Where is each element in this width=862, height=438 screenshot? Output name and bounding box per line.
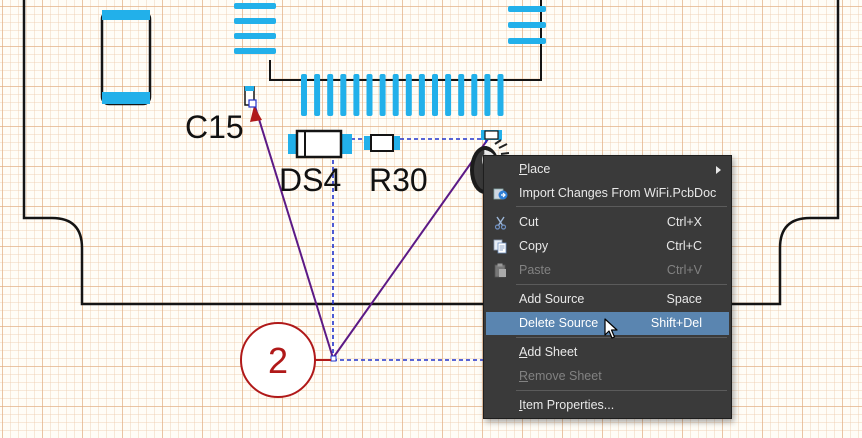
ic-pin <box>327 74 334 116</box>
menu-separator <box>516 206 727 207</box>
ic-pin <box>340 74 347 116</box>
ic-pin <box>497 74 504 116</box>
ic-pin <box>405 74 412 116</box>
menu-item-cut[interactable]: Cut Ctrl+X <box>486 211 729 234</box>
step-marker: 2 <box>240 322 331 398</box>
ic-pin <box>484 74 491 116</box>
scissors-icon <box>494 216 507 230</box>
ic-pin <box>432 74 438 116</box>
ic-right-pins <box>508 6 546 44</box>
menu-item-label: Delete Source <box>519 316 599 330</box>
menu-item-copy[interactable]: Copy Ctrl+C <box>486 235 729 258</box>
component-ds4[interactable] <box>288 129 352 159</box>
context-menu: Place Import Changes From WiFi.PcbDoc Cu… <box>483 155 732 419</box>
menu-item-label: Remove Sheet <box>519 369 602 383</box>
menu-item-shortcut: Ctrl+V <box>666 263 702 277</box>
designator-c15: C15 <box>185 109 244 145</box>
menu-item-item-properties[interactable]: Item Properties... <box>486 394 729 417</box>
ic-pin <box>445 74 452 116</box>
menu-item-label: Copy <box>519 239 549 253</box>
menu-item-add-sheet[interactable]: Add Sheet <box>486 341 729 364</box>
ic-pin <box>301 74 307 116</box>
menu-item-import-changes[interactable]: Import Changes From WiFi.PcbDoc <box>486 182 729 205</box>
board-outline <box>22 0 840 306</box>
submenu-arrow-icon <box>716 166 721 174</box>
ic-pin <box>458 74 465 116</box>
menu-item-label: Import Changes From WiFi.PcbDoc <box>519 186 717 200</box>
menu-item-shortcut: Shift+Del <box>650 316 702 330</box>
ic-pin <box>471 74 478 116</box>
menu-item-paste[interactable]: Paste Ctrl+V <box>486 259 729 282</box>
menu-item-shortcut: Ctrl+X <box>666 215 702 229</box>
menu-item-label: Place <box>519 162 551 176</box>
copy-icon <box>493 239 507 254</box>
menu-item-add-source[interactable]: Add Source Space <box>486 288 729 311</box>
menu-separator <box>516 284 727 285</box>
menu-item-place[interactable]: Place <box>486 158 729 181</box>
menu-item-label: Paste <box>519 263 551 277</box>
paste-icon <box>494 263 506 278</box>
ic-pin <box>418 74 425 116</box>
ic-pin <box>366 74 373 116</box>
menu-item-label: Cut <box>519 215 539 229</box>
component-small-right[interactable] <box>481 130 502 140</box>
component-c15[interactable] <box>244 86 257 108</box>
import-changes-icon <box>493 188 508 200</box>
designator-ds4: DS4 <box>279 162 341 198</box>
component-body-left[interactable] <box>100 10 152 106</box>
menu-item-label: Add Sheet <box>519 345 578 359</box>
ic-pin <box>353 74 360 116</box>
designator-r30: R30 <box>369 162 428 198</box>
menu-item-shortcut: Space <box>666 292 702 306</box>
step-marker-number: 2 <box>268 340 288 381</box>
menu-item-remove-sheet[interactable]: Remove Sheet <box>486 365 729 388</box>
ic-package[interactable] <box>234 0 546 116</box>
menu-separator <box>516 390 727 391</box>
ic-pin <box>392 74 399 116</box>
component-r30[interactable] <box>364 134 400 152</box>
menu-item-label: Item Properties... <box>519 398 615 412</box>
ic-pin <box>314 74 321 116</box>
ic-left-pins <box>234 3 276 54</box>
ic-bottom-pins <box>301 74 504 116</box>
menu-item-shortcut: Ctrl+C <box>666 239 702 253</box>
mouse-pointer-icon <box>604 318 618 339</box>
menu-item-label: Add Source <box>519 292 585 306</box>
menu-separator <box>516 337 727 338</box>
ic-pin <box>379 74 386 116</box>
